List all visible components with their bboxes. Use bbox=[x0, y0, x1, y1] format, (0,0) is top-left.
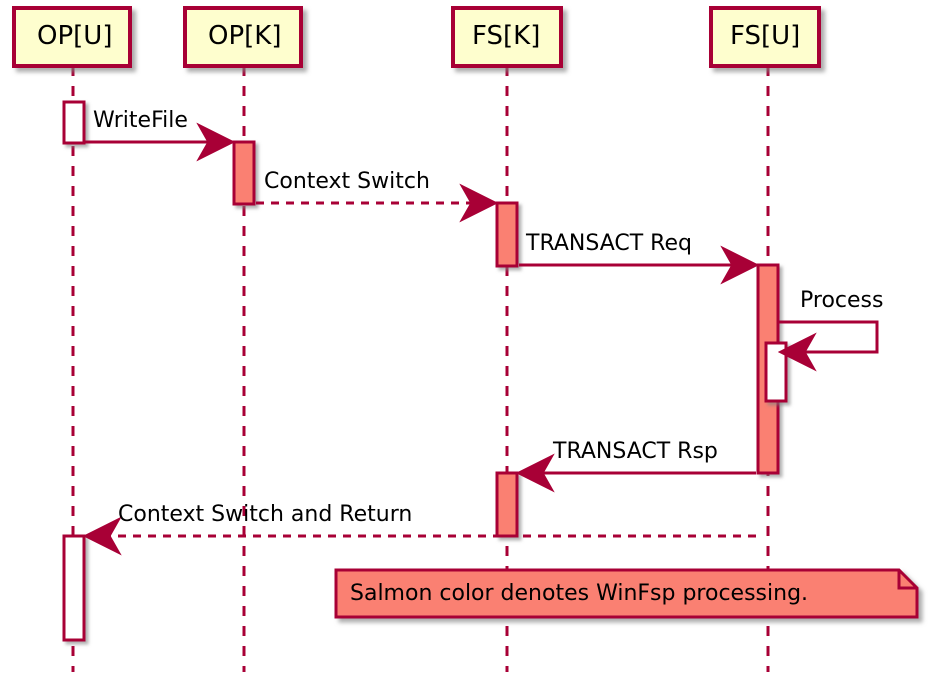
participant-box-fs-k[interactable] bbox=[451, 6, 563, 68]
message-label-msg-writefile: WriteFile bbox=[93, 108, 188, 133]
participant-label-fs-u: FS[U] bbox=[730, 21, 801, 51]
note-fold-corner-icon bbox=[897, 570, 917, 590]
message-label-msg-context-switch-return: Context Switch and Return bbox=[118, 502, 413, 527]
activation-bar-act-fs-k-1 bbox=[495, 201, 519, 268]
activation-bars-group bbox=[62, 100, 788, 642]
participant-box-op-k[interactable] bbox=[183, 6, 303, 68]
activation-bar-act-fs-k-2 bbox=[495, 471, 519, 538]
activation-bar-act-op-u-2 bbox=[62, 534, 86, 642]
message-arrows-group bbox=[82, 122, 879, 556]
activation-bar-act-op-u-1 bbox=[62, 100, 86, 145]
activation-bar-act-op-k-1 bbox=[232, 140, 256, 206]
participant-label-op-k: OP[K] bbox=[208, 21, 282, 51]
message-arrow-msg-process bbox=[777, 320, 879, 372]
message-label-msg-transact-req: TRANSACT Req bbox=[526, 231, 692, 256]
message-label-msg-context-switch: Context Switch bbox=[264, 169, 430, 194]
participant-box-op-u[interactable] bbox=[12, 6, 132, 68]
participant-boxes-group bbox=[12, 6, 821, 68]
note-body bbox=[334, 568, 919, 619]
message-label-msg-transact-rsp: TRANSACT Rsp bbox=[553, 439, 718, 464]
message-label-msg-process: Process bbox=[800, 288, 884, 313]
participant-box-fs-u[interactable] bbox=[709, 6, 821, 68]
note-text: Salmon color denotes WinFsp processing. bbox=[350, 581, 809, 606]
note-shape-group bbox=[334, 568, 919, 619]
participant-label-op-u: OP[U] bbox=[37, 21, 113, 51]
participant-label-fs-k: FS[K] bbox=[472, 21, 541, 51]
